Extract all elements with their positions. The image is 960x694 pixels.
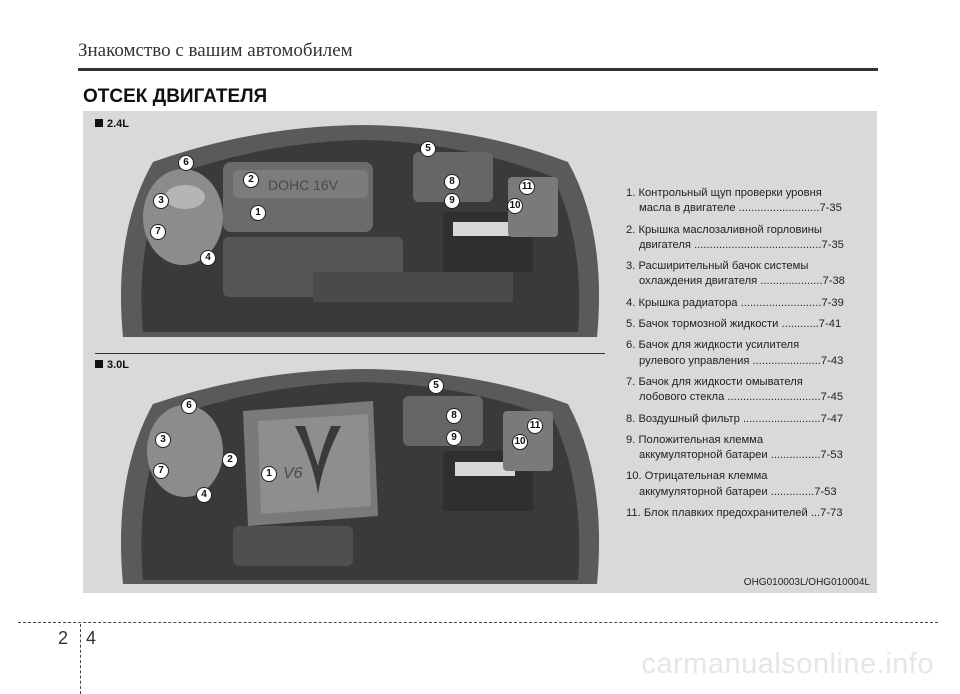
variant-label-30: 3.0L bbox=[95, 359, 129, 371]
square-bullet-icon bbox=[95, 119, 103, 127]
figure-reference-code: OHG010003L/OHG010004L bbox=[743, 577, 870, 588]
callout-5-24: 5 bbox=[420, 141, 436, 157]
engine-cover-text-24: DOHC 16V bbox=[268, 177, 339, 193]
callout-1-24: 1 bbox=[250, 205, 266, 221]
callout-10-24: 10 bbox=[507, 198, 523, 214]
callout-11-24: 11 bbox=[519, 179, 535, 195]
callout-1-30: 1 bbox=[261, 466, 277, 482]
engine-photo-30: V6 bbox=[121, 369, 600, 584]
callout-7-24: 7 bbox=[150, 224, 166, 240]
callout-6-30: 6 bbox=[181, 398, 197, 414]
legend-item: 11. Блок плавких предохранителей ...7-73 bbox=[626, 507, 843, 520]
engine-cover-text-30: V6 bbox=[283, 465, 303, 482]
callout-2-24: 2 bbox=[243, 172, 259, 188]
page-number: 4 bbox=[86, 628, 97, 648]
callout-8-24: 8 bbox=[444, 174, 460, 190]
variant-label-30-text: 3.0L bbox=[107, 359, 130, 371]
legend-item: 8. Воздушный фильтр ....................… bbox=[626, 412, 844, 425]
callout-9-24: 9 bbox=[444, 193, 460, 209]
callout-11-30: 11 bbox=[527, 418, 543, 434]
callout-6-24: 6 bbox=[178, 155, 194, 171]
page-chapter-number: 2 bbox=[58, 628, 69, 648]
square-bullet-icon bbox=[95, 360, 103, 368]
callout-7-30: 7 bbox=[153, 463, 169, 479]
section-title: ОТСЕК ДВИГАТЕЛЯ bbox=[83, 86, 268, 107]
callout-4-24: 4 bbox=[200, 250, 216, 266]
watermark: carmanualsonline.info bbox=[641, 648, 934, 680]
callout-8-30: 8 bbox=[446, 408, 462, 424]
footer-divider bbox=[80, 624, 81, 694]
variant-label-24-text: 2.4L bbox=[107, 118, 130, 130]
callout-10-30: 10 bbox=[512, 434, 528, 450]
callout-9-30: 9 bbox=[446, 430, 462, 446]
legend-item: 4. Крышка радиатора ....................… bbox=[626, 296, 844, 309]
chapter-title: Знакомство с вашим автомобилем bbox=[78, 40, 353, 61]
variant-label-24: 2.4L bbox=[95, 118, 129, 130]
legend-item: 5. Бачок тормозной жидкости ............… bbox=[626, 318, 842, 331]
callout-2-30: 2 bbox=[222, 452, 238, 468]
callout-5-30: 5 bbox=[428, 378, 444, 394]
callout-4-30: 4 bbox=[196, 487, 212, 503]
header-rule bbox=[78, 68, 878, 71]
engine-photo-24: DOHC 16V bbox=[121, 125, 600, 337]
figure-divider bbox=[95, 353, 605, 354]
footer-rule bbox=[18, 622, 938, 623]
callout-3-30: 3 bbox=[155, 432, 171, 448]
callout-3-24: 3 bbox=[153, 193, 169, 209]
